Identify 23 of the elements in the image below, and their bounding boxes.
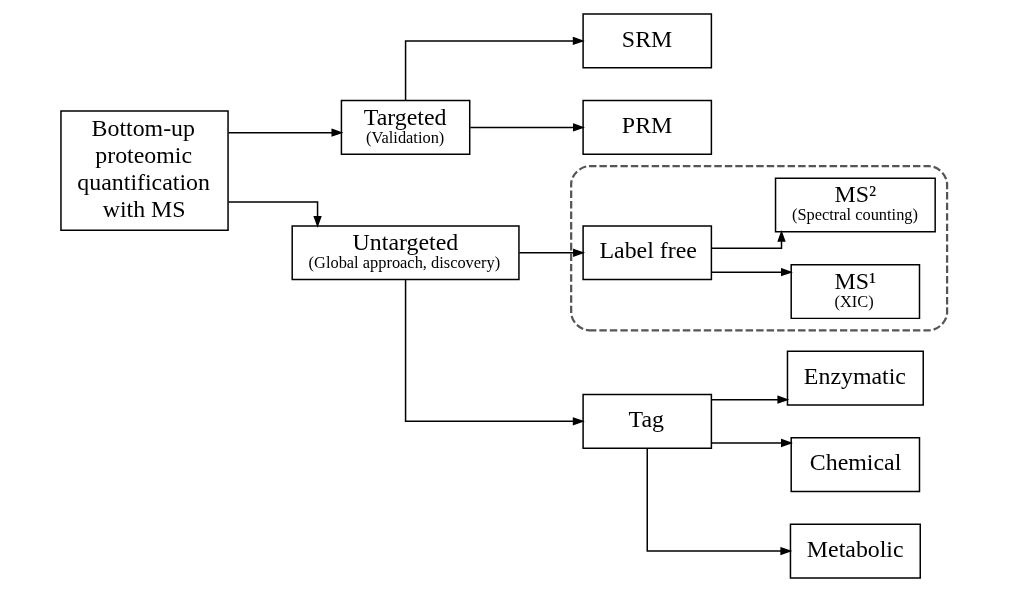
node-box: Label free — [581, 225, 712, 281]
arrow — [518, 248, 585, 257]
arrow — [227, 128, 343, 137]
arrow — [404, 36, 585, 102]
arrow — [710, 438, 793, 448]
node-box: SRM — [581, 13, 712, 69]
arrow — [469, 123, 585, 132]
node-box: Targeted (Validation) — [340, 99, 470, 156]
node-box: Bottom-up proteomic quantification with MS — [59, 110, 229, 232]
arrow — [710, 229, 786, 249]
node-box: Metabolic — [789, 523, 921, 579]
arrow — [710, 267, 793, 277]
arrow — [646, 447, 792, 556]
node-box: MS¹ (XIC) — [789, 263, 920, 320]
arrow — [710, 395, 789, 404]
node-box: PRM — [581, 99, 712, 156]
node-box: MS² (Spectral counting) — [774, 177, 936, 233]
node-box: Tag — [581, 393, 712, 449]
arrow — [227, 201, 322, 228]
node-box: Chemical — [789, 436, 920, 493]
node-box: Enzymatic — [786, 350, 924, 406]
arrow — [404, 279, 585, 426]
node-box: Untargeted (Global approach, discovery) — [290, 225, 520, 281]
